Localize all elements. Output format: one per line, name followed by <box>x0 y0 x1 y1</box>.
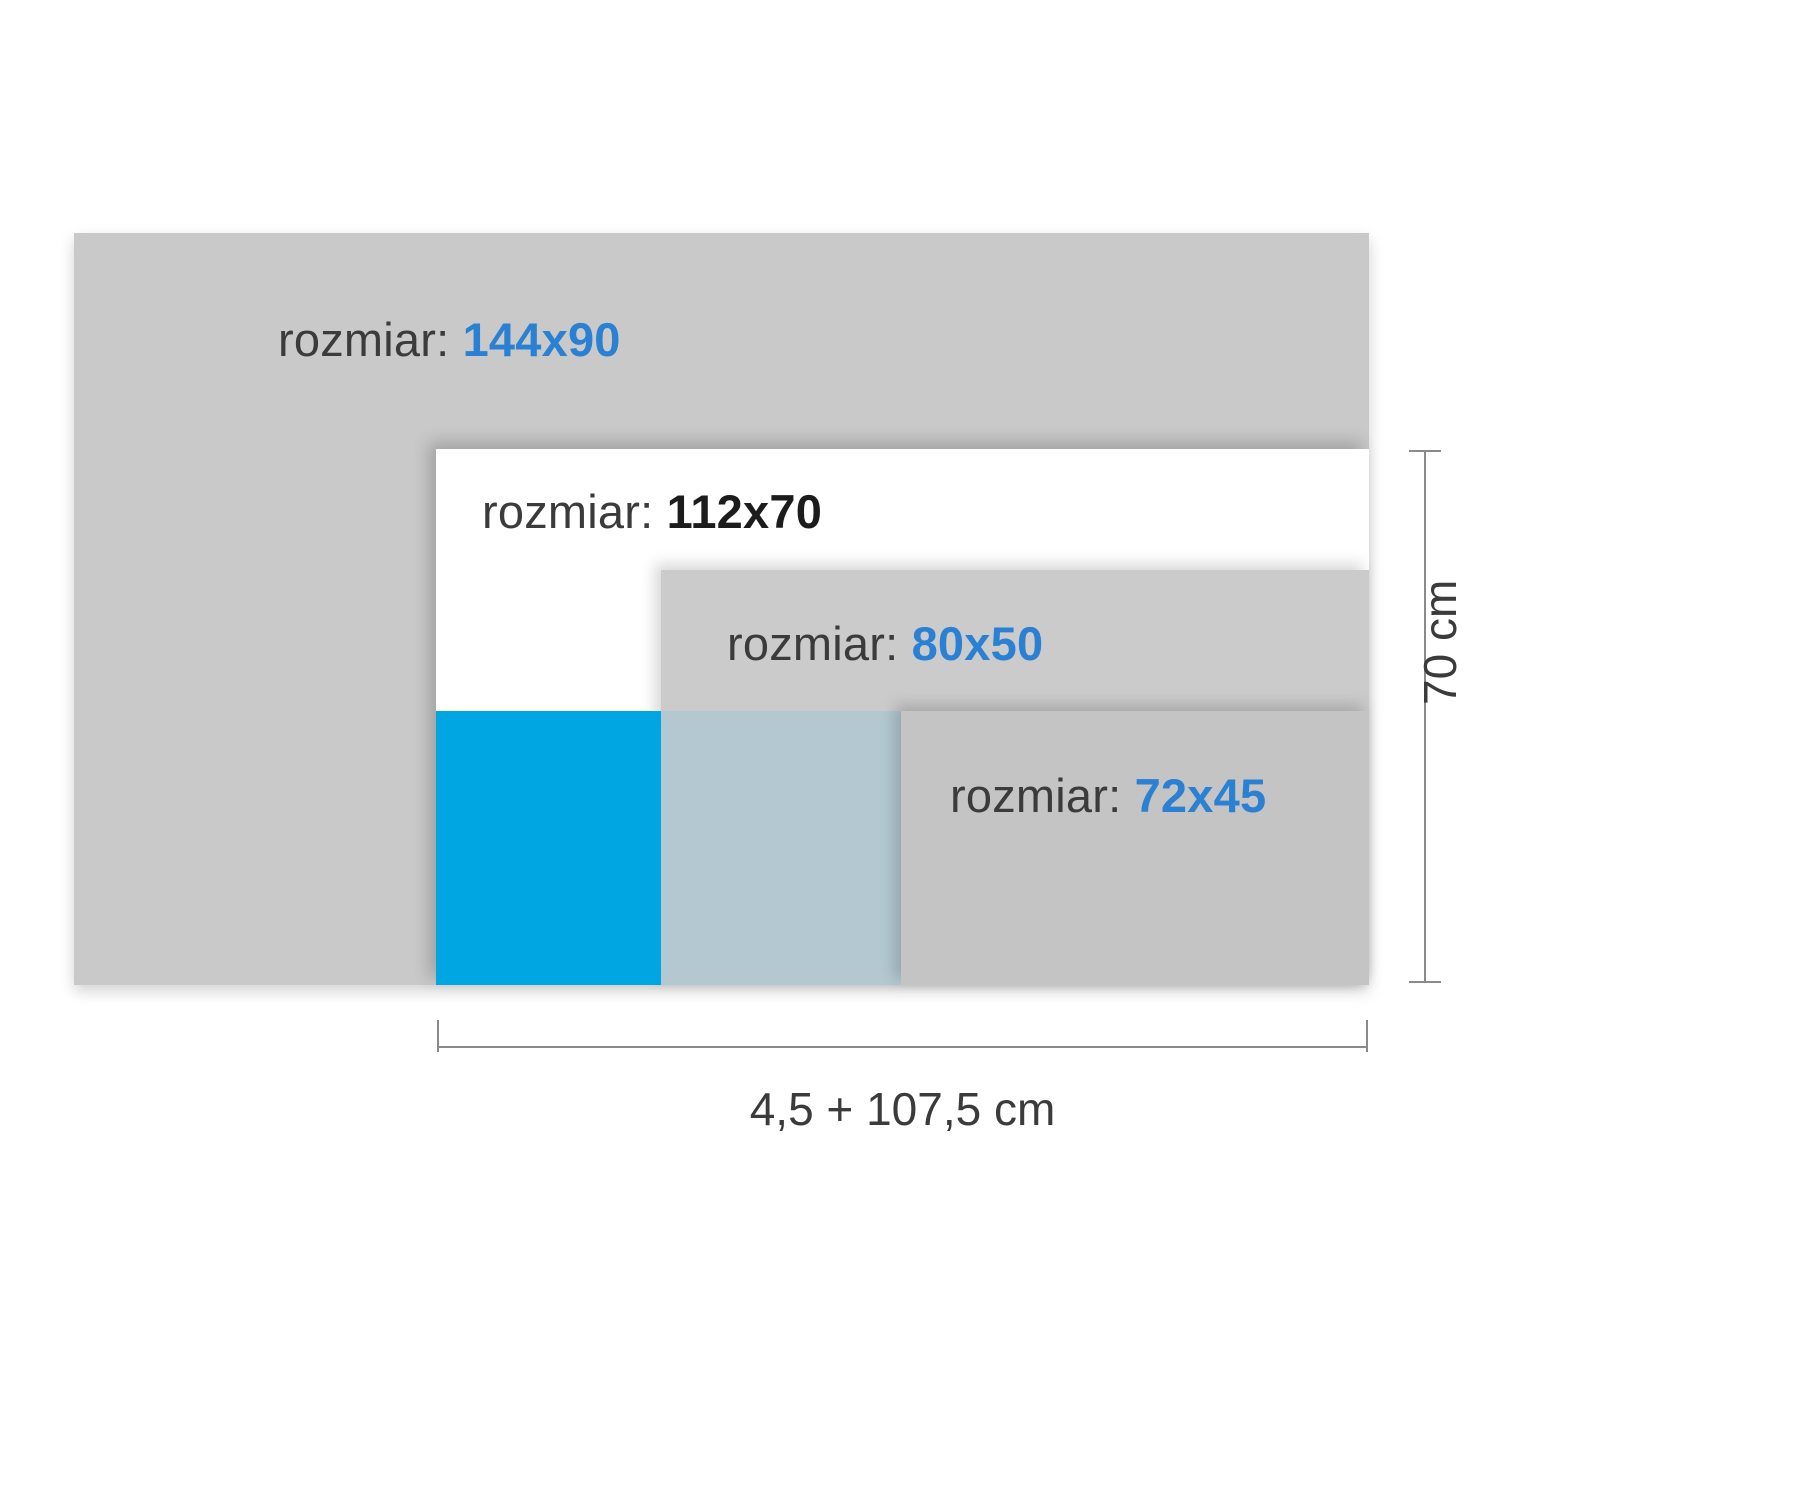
horizontal-dimension-tick-left <box>437 1020 439 1052</box>
vertical-dimension-line <box>1424 450 1426 983</box>
horizontal-dimension-line <box>437 1046 1368 1048</box>
overlap-swatch-steel <box>661 711 901 985</box>
label-72x45: rozmiar: 72x45 <box>950 768 1266 823</box>
overlap-swatch-blue <box>436 711 661 985</box>
label-112x70-value: 112x70 <box>666 485 823 538</box>
panel-72x45 <box>901 711 1369 985</box>
label-144x90: rozmiar: 144x90 <box>278 312 621 367</box>
label-112x70-prefix: rozmiar: <box>482 485 667 538</box>
horizontal-dimension-label: 4,5 + 107,5 cm <box>749 1083 1056 1135</box>
label-144x90-prefix: rozmiar: <box>278 313 463 366</box>
label-112x70: rozmiar: 112x70 <box>482 484 822 539</box>
vertical-dimension-tick-bottom <box>1409 981 1441 983</box>
label-80x50: rozmiar: 80x50 <box>727 616 1043 671</box>
label-72x45-value: 72x45 <box>1134 769 1267 822</box>
vertical-dimension-label: 70 cm <box>1414 579 1466 705</box>
vertical-dimension-tick-top <box>1409 450 1441 452</box>
horizontal-dimension-tick-right <box>1366 1020 1368 1052</box>
label-80x50-value: 80x50 <box>911 617 1044 670</box>
label-72x45-prefix: rozmiar: <box>950 769 1135 822</box>
label-80x50-prefix: rozmiar: <box>727 617 912 670</box>
label-144x90-value: 144x90 <box>462 313 621 366</box>
